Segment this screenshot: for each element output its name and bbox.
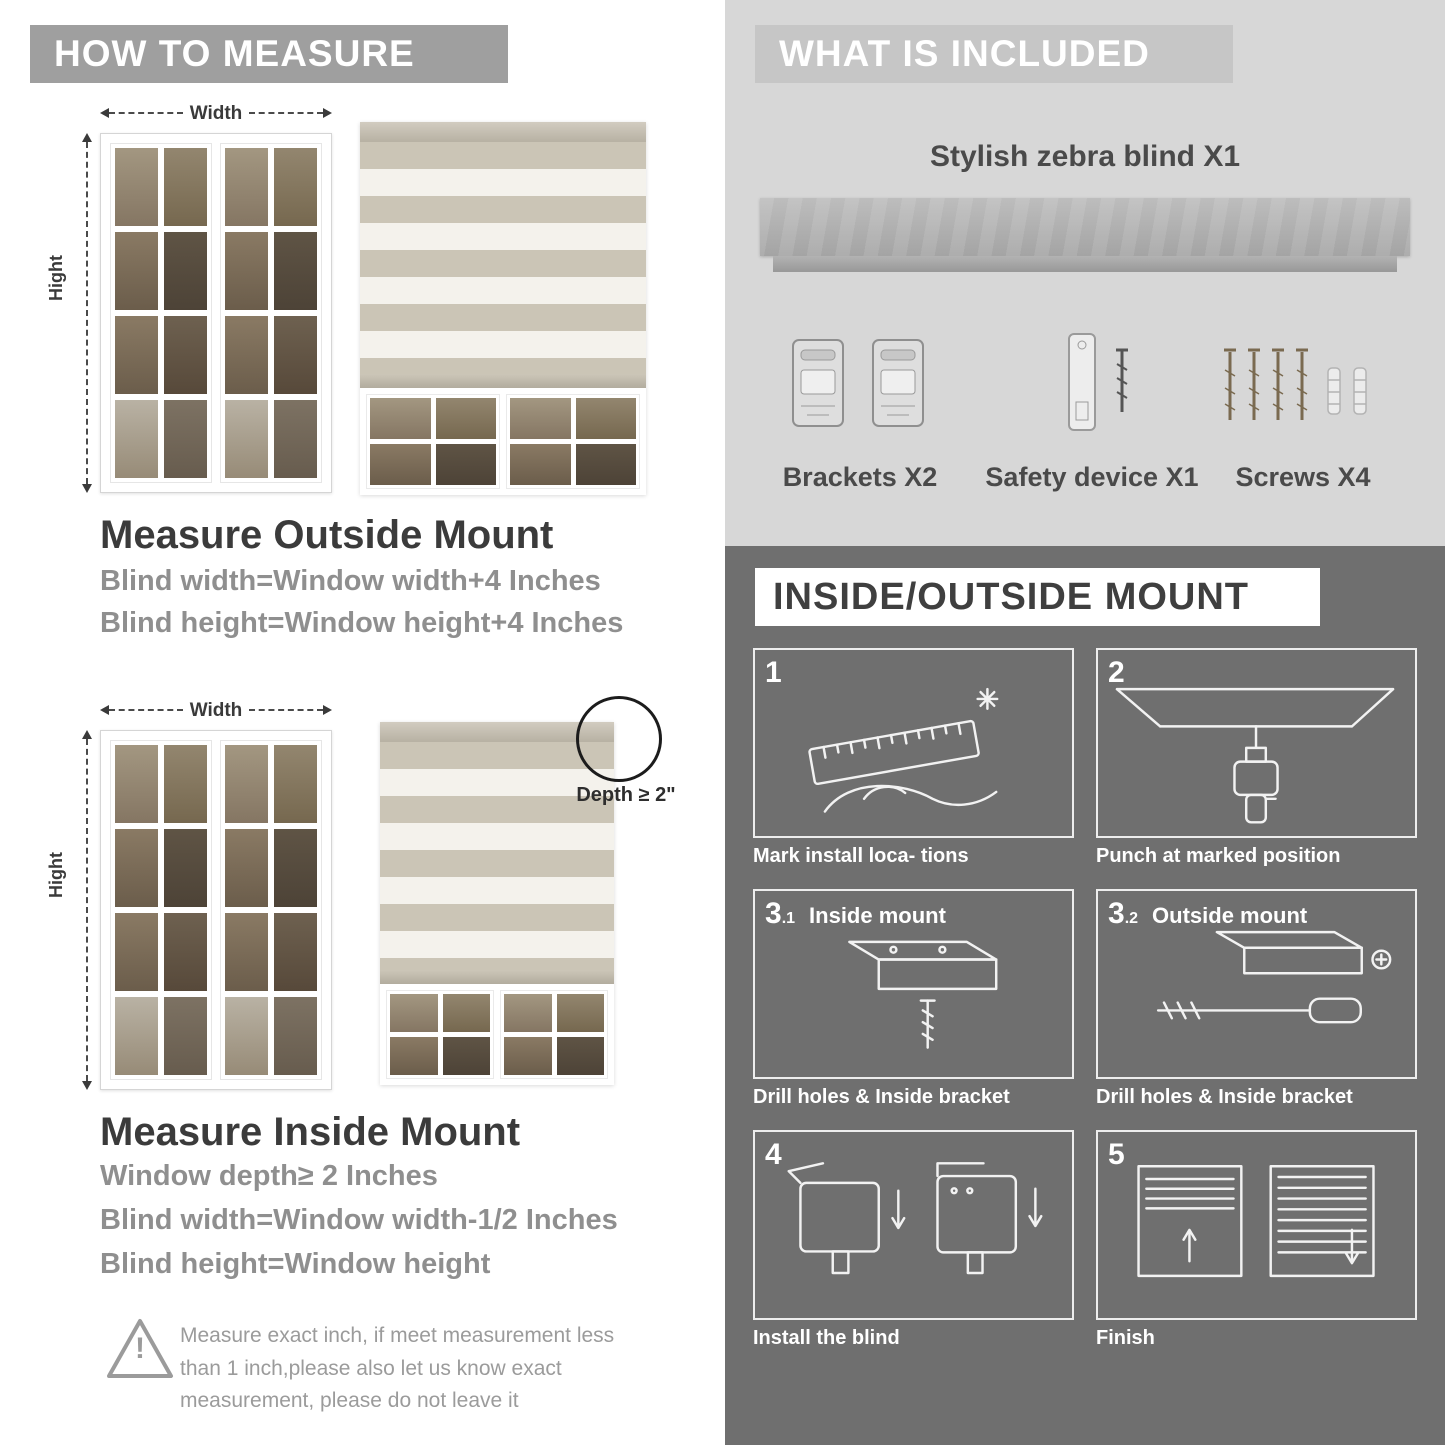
arrow-up-icon	[82, 133, 92, 142]
step-1: 1	[753, 648, 1074, 875]
arrow-up-icon	[82, 730, 92, 739]
step-3-1-caption: Drill holes & Inside bracket	[753, 1086, 1010, 1108]
mount-instructions-section: INSIDE/OUTSIDE MOUNT 1	[725, 546, 1445, 1445]
arrow-right-icon	[323, 705, 332, 715]
width-dimension-arrow-outside: Width	[100, 102, 332, 124]
step-3-1: 3 .1 Inside mount Dril	[753, 889, 1074, 1116]
arrow-left-icon	[100, 705, 109, 715]
bracket-icon	[872, 339, 924, 427]
step-2-caption: Punch at marked position	[1096, 845, 1341, 867]
step-3-1-box: 3 .1 Inside mount	[753, 889, 1074, 1079]
safety-device-icon	[1068, 333, 1096, 431]
blind-headrail-lip	[773, 256, 1397, 272]
ruler-mark-icon	[808, 687, 999, 813]
blind-bottom-rail	[360, 374, 646, 388]
step-3-2-box: 3 .2 Outside mount	[1096, 889, 1417, 1079]
outside-mount-title: Measure Outside Mount	[100, 513, 554, 557]
step-2-box: 2	[1096, 648, 1417, 838]
step-1-caption: Mark install loca- tions	[753, 845, 969, 867]
height-dimension-arrow-inside	[80, 730, 94, 1090]
outside-bracket-icon	[1156, 930, 1392, 1024]
how-to-measure-header: HOW TO MEASURE	[30, 25, 508, 83]
screw-icon	[1116, 348, 1128, 412]
window-illustration-inside	[100, 730, 332, 1090]
step-4-caption: Install the blind	[753, 1327, 900, 1349]
step-number: 3	[1108, 897, 1125, 930]
arrow-left-icon	[100, 108, 109, 118]
screws-icon	[1224, 348, 1367, 420]
arrow-right-icon	[323, 108, 332, 118]
install-blind-icon	[787, 1162, 1043, 1275]
blind-stripes	[360, 142, 646, 374]
inside-formula-width: Blind width=Window width-1/2 Inches	[100, 1204, 618, 1236]
screws-label: Screws X4	[1235, 462, 1371, 492]
inside-formula-depth: Window depth≥ 2 Inches	[100, 1160, 438, 1192]
step-2: 2 Punch	[1096, 648, 1417, 875]
mount-header: INSIDE/OUTSIDE MOUNT	[755, 568, 1320, 626]
bracket-icon	[792, 339, 844, 427]
window-behind-blind	[360, 388, 646, 495]
inside-mount-title: Measure Inside Mount	[100, 1110, 521, 1154]
step-number: 2	[1108, 656, 1125, 689]
arrow-down-icon	[82, 484, 92, 493]
zebra-blind-illustration-outside	[360, 122, 646, 495]
finish-blinds-icon	[1137, 1165, 1375, 1278]
outside-formula-height: Blind height=Window height+4 Inches	[100, 607, 624, 639]
safety-device-label: Safety device X1	[985, 462, 1199, 492]
step-5-caption: Finish	[1096, 1327, 1155, 1349]
step-1-box: 1	[753, 648, 1074, 838]
blind-stripes	[380, 742, 614, 970]
step-4: 4	[753, 1130, 1074, 1357]
warning-icon: !	[104, 1316, 184, 1388]
warning-exclamation: !	[135, 1332, 145, 1365]
inside-formula-height: Blind height=Window height	[100, 1248, 491, 1280]
step-title: Inside mount	[809, 903, 946, 928]
height-label: Hight	[46, 852, 66, 898]
drill-icon	[1115, 687, 1395, 824]
height-dimension-arrow-outside	[80, 133, 94, 493]
width-dimension-arrow-inside: Width	[100, 699, 332, 721]
blind-cassette	[360, 122, 646, 142]
step-title: Outside mount	[1152, 903, 1308, 928]
step-3-2-caption: Drill holes & Inside bracket	[1096, 1086, 1353, 1108]
outside-formula-width: Blind width=Window width+4 Inches	[100, 565, 601, 597]
width-label: Width	[189, 102, 243, 124]
height-label: Hight	[46, 255, 66, 301]
brackets-label: Brackets X2	[782, 462, 938, 492]
step-number: 1	[765, 656, 782, 689]
step-5-box: 5	[1096, 1130, 1417, 1320]
blind-headrail-illustration	[760, 198, 1410, 256]
step-subnumber: .1	[781, 910, 796, 927]
step-4-box: 4	[753, 1130, 1074, 1320]
what-is-included-header: WHAT IS INCLUDED	[755, 25, 1233, 83]
step-subnumber: .2	[1124, 910, 1139, 927]
what-is-included-section: WHAT IS INCLUDED Stylish zebra blind X1	[725, 0, 1445, 546]
window-behind-blind	[380, 984, 614, 1085]
step-number: 4	[765, 1138, 782, 1171]
blind-cassette	[380, 722, 614, 742]
blind-bottom-rail	[380, 970, 614, 984]
mount-steps-grid: 1	[753, 648, 1417, 1357]
window-illustration-outside	[100, 133, 332, 493]
depth-detail-circle-icon	[576, 696, 662, 782]
measure-note: Measure exact inch, if meet measurement …	[180, 1324, 615, 1413]
product-name: Stylish zebra blind X1	[929, 140, 1241, 173]
step-number: 3	[765, 897, 782, 930]
depth-label: Depth ≥ 2"	[576, 784, 676, 806]
inside-bracket-icon	[848, 940, 998, 1049]
step-5: 5	[1096, 1130, 1417, 1357]
zebra-blind-illustration-inside	[380, 722, 614, 1085]
width-label: Width	[189, 699, 243, 721]
step-3-2: 3 .2 Outside mount	[1096, 889, 1417, 1116]
arrow-down-icon	[82, 1081, 92, 1090]
step-number: 5	[1108, 1138, 1125, 1171]
